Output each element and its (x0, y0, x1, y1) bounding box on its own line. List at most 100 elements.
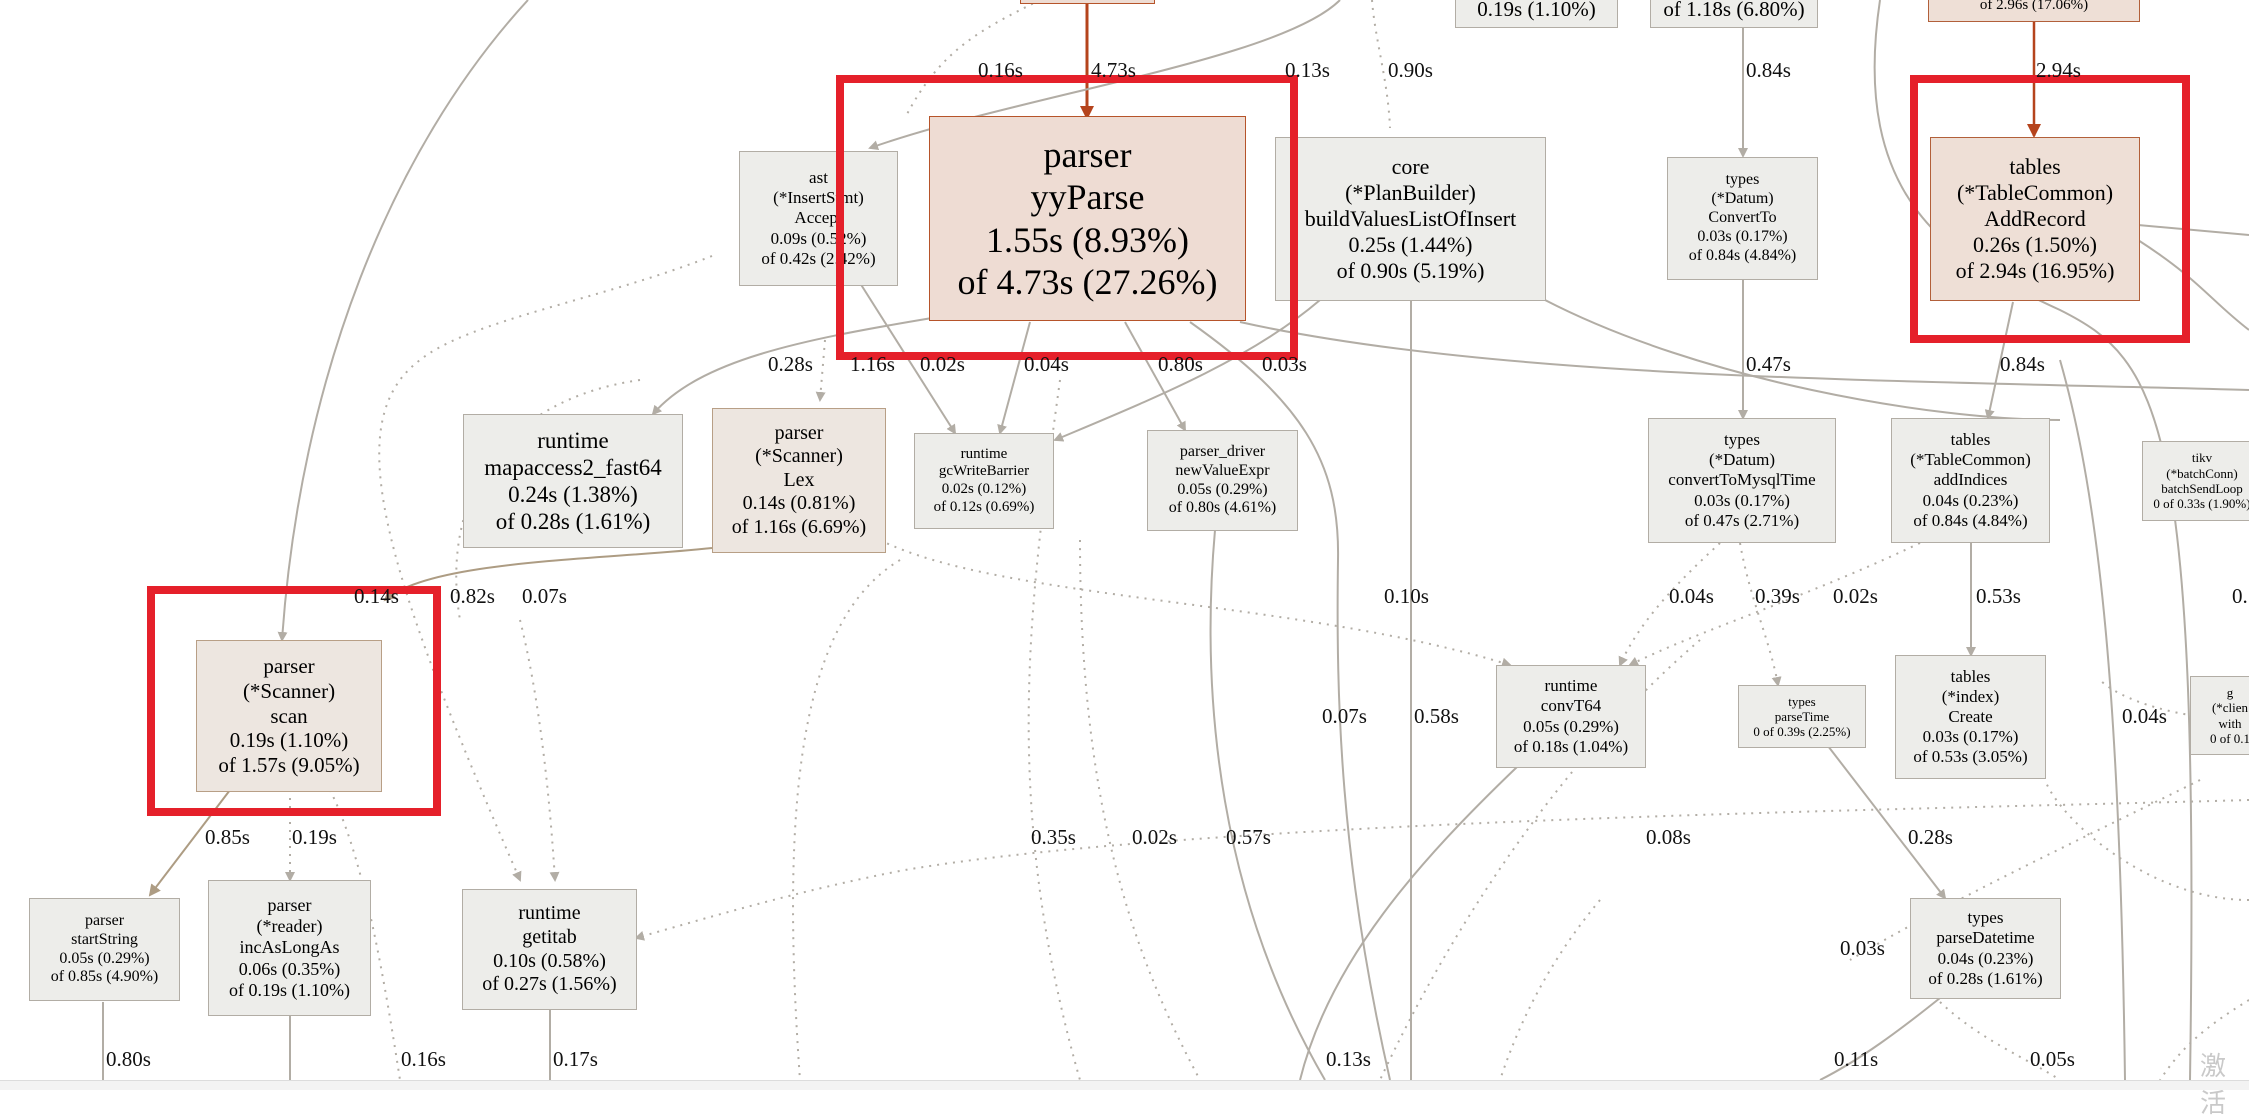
node-text: of 0.18s (1.04%) (1513, 736, 1629, 756)
node-text: parser (84, 911, 125, 929)
edge-core-right (1544, 299, 2061, 421)
node-parser-scanner-lex[interactable]: parser (*Scanner) Lex 0.14s (0.81%) of 1… (712, 408, 886, 553)
node-text: AddRecord (1984, 206, 2086, 232)
edge-label: 0.02s (1132, 825, 1177, 849)
edge-dot-23 (2099, 679, 2249, 721)
highlight-box-addrecord (1910, 75, 2190, 343)
node-text: types (1725, 171, 1760, 189)
edge-label: 0.47s (1746, 352, 1791, 376)
edge-convt64-down (1299, 765, 1519, 1081)
node-text: (*index) (1941, 686, 2000, 706)
node-text: runtime (537, 427, 609, 453)
edge-yyparse-far-right (1239, 321, 2249, 391)
edge-label: 0.04s (1669, 584, 1714, 608)
edge-label: 0.04s (2122, 704, 2167, 728)
node-text: of 0.80s (4.61%) (1168, 499, 1277, 517)
node-text: of 0.90s (5.19%) (1336, 257, 1485, 283)
node-parser-yyparse[interactable]: parser yyParse 1.55s (8.93%) of 4.73s (2… (929, 116, 1246, 321)
node-text: 0.19s (1.10%) (1477, 0, 1596, 21)
edge-dot-1 (904, 0, 1041, 119)
node-text: runtime (960, 445, 1008, 462)
node-text: (*Datum) (1711, 190, 1774, 208)
edge-label: 0.19s (292, 825, 337, 849)
node-text: of 1.16s (6.69%) (731, 515, 867, 538)
node-parser-scanner-scan[interactable]: parser (*Scanner) scan 0.19s (1.10%) of … (196, 640, 382, 792)
node-text: 0.03s (0.17%) (1697, 227, 1788, 245)
edge-label: 0.85s (205, 825, 250, 849)
node-text: 0.02s (0.12%) (941, 481, 1027, 497)
node-text: types (1724, 430, 1760, 450)
node-runtime-mapaccess2-fast64[interactable]: runtime mapaccess2_fast64 0.24s (1.38%) … (463, 414, 683, 548)
node-text: of 0.12s (0.69%) (933, 498, 1035, 515)
node-parser-startstring[interactable]: parser startString 0.05s (0.29%) of 0.85… (29, 898, 180, 1001)
node-text: 0.19s (1.10%) (229, 728, 349, 753)
node-runtime-gcwritebarrier[interactable]: runtime gcWriteBarrier 0.02s (0.12%) of … (914, 433, 1054, 529)
edge-label: 0.07s (522, 584, 567, 608)
node-text: (*PlanBuilder) (1345, 180, 1476, 206)
node-types-parsetime[interactable]: types parseTime 0 of 0.39s (2.25%) (1738, 685, 1866, 748)
node-text: mapaccess2_fast64 (484, 454, 662, 480)
node-text: 0 of 0.39s (2.25%) (1753, 724, 1851, 740)
edge-dot-15 (1379, 639, 1701, 1081)
edge-addrecord-right-1 (2137, 224, 2249, 236)
edge-label: 0.90s (1388, 58, 1433, 82)
edge-label: 0.17s (553, 1047, 598, 1071)
node-ast-insertstmt-accept[interactable]: ast (*InsertStmt) Accept 0.09s (0.52%) o… (739, 151, 898, 286)
node-runtime-convt64[interactable]: runtime convT64 0.05s (0.29%) of 0.18s (… (1496, 665, 1646, 768)
node-top-cut-4[interactable] (1020, 0, 1155, 4)
edge-yyparse-right (1189, 321, 1391, 1081)
node-text: (*reader) (256, 916, 323, 937)
edge-yyparse-to-gcwb-1 (997, 321, 1031, 435)
node-runtime-getitab[interactable]: runtime getitab 0.10s (0.58%) of 0.27s (… (462, 889, 637, 1010)
edge-label: 0.07s (1322, 704, 1367, 728)
node-text: of 0.84s (4.84%) (1913, 510, 2028, 530)
edge-dot-12 (1027, 379, 1081, 1081)
node-text: parser (774, 421, 824, 444)
node-text: parser (267, 894, 312, 915)
edge-yyparse-to-newvalue (1124, 321, 1186, 432)
horizontal-scrollbar[interactable] (0, 1080, 2249, 1090)
edge-label: 0.80s (106, 1047, 151, 1071)
node-tables-tablecommon-addindices[interactable]: tables (*TableCommon) addIndices 0.04s (… (1891, 418, 2050, 543)
node-types-datum-convertto[interactable]: types (*Datum) ConvertTo 0.03s (0.17%) o… (1667, 157, 1818, 280)
node-types-parsedatetime[interactable]: types parseDatetime 0.04s (0.23%) of 0.2… (1910, 898, 2061, 999)
node-text: types (1967, 908, 2004, 928)
node-text: (*batchConn) (2166, 465, 2238, 481)
node-text: (*Datum) (1708, 450, 1776, 470)
edge-dot-3 (378, 255, 713, 882)
edge-label: 4.73s (1091, 58, 1136, 82)
node-types-datum-converttomysqltime[interactable]: types (*Datum) convertToMysqlTime 0.03s … (1648, 418, 1836, 543)
node-text: Create (1948, 706, 1993, 726)
node-top-cut-2[interactable]: of 1.18s (6.80%) (1650, 0, 1818, 28)
node-text: buildValuesListOfInsert (1304, 206, 1517, 232)
node-text: 1.55s (8.93%) (986, 219, 1189, 260)
edge-label: 0.05s (2030, 1047, 2075, 1071)
call-graph-edges (102, 0, 2249, 1081)
edge-parsetime-to-datetime (1827, 745, 1947, 900)
edge-dot-14 (1499, 899, 1601, 1081)
node-text: runtime (1544, 676, 1598, 696)
node-text: of 0.28s (1.61%) (1928, 968, 2043, 988)
node-parser-reader-incaslongas[interactable]: parser (*reader) incAsLongAs 0.06s (0.35… (208, 880, 371, 1016)
node-text: (*clien (2211, 700, 2249, 716)
node-text: 0.04s (0.23%) (1937, 948, 2034, 968)
node-tables-tablecommon-addrecord[interactable]: tables (*TableCommon) AddRecord 0.26s (1… (1930, 137, 2140, 301)
edge-label: 0.13s (1326, 1047, 1371, 1071)
edge-label: 0.82s (450, 584, 495, 608)
node-text: of 1.18s (6.80%) (1663, 0, 1805, 21)
node-right-cut-client[interactable]: g (*clien with 0 of 0.1 (2190, 676, 2249, 755)
node-core-planbuilder-buildvalues[interactable]: core (*PlanBuilder) buildValuesListOfIns… (1275, 137, 1546, 301)
edge-dot-21 (329, 789, 401, 1081)
node-text: 0.03s (0.17%) (1694, 490, 1790, 510)
edge-label: 0.57s (1226, 825, 1271, 849)
node-tikv-batchconn-batchsendloop[interactable]: tikv (*batchConn) batchSendLoop 0 of 0.3… (2142, 441, 2249, 521)
node-text: 0.10s (0.58%) (493, 949, 606, 972)
edge-label: 0. (2232, 584, 2248, 608)
node-text: parser (1043, 134, 1132, 175)
node-top-cut-1[interactable]: 0.19s (1.10%) (1455, 0, 1618, 28)
node-tables-index-create[interactable]: tables (*index) Create 0.03s (0.17%) of … (1895, 655, 2046, 779)
node-top-cut-3[interactable]: of 2.96s (17.06%) (1928, 0, 2140, 22)
edge-label: 1.16s (850, 352, 895, 376)
edge-label: 0.80s (1158, 352, 1203, 376)
node-parser-driver-newvalueexpr[interactable]: parser_driver newValueExpr 0.05s (0.29%)… (1147, 430, 1298, 531)
